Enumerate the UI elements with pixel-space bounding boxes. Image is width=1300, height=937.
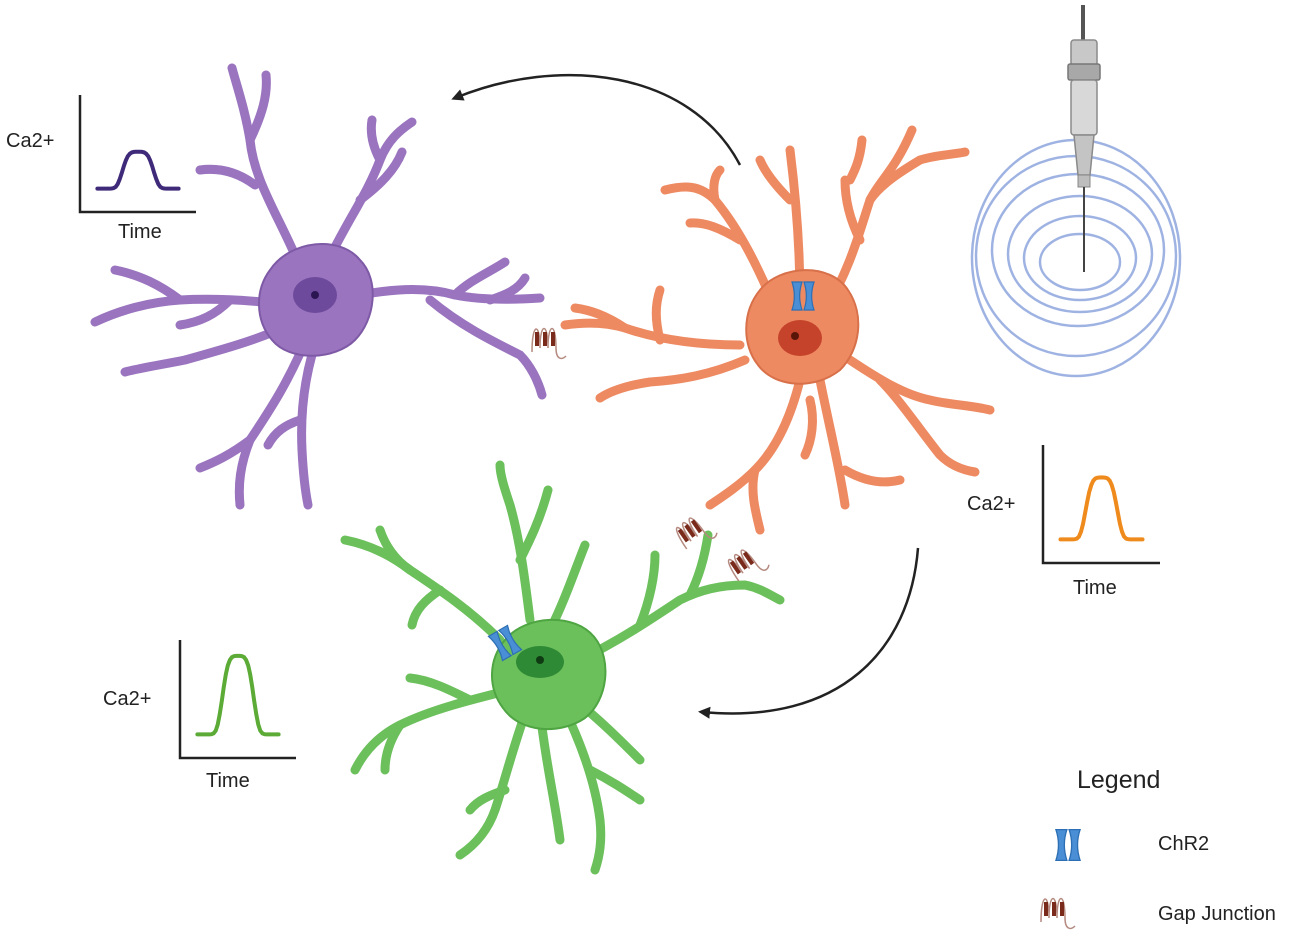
plot-orange	[1041, 445, 1160, 565]
arrow-orange-to-green	[698, 547, 920, 719]
gap-junction-orange-green-2	[727, 549, 770, 582]
plot-orange-xlabel: Time	[1073, 577, 1117, 599]
arrow-orange-to-purple	[451, 73, 742, 166]
plot-purple	[78, 95, 196, 214]
purple-astrocyte	[90, 63, 547, 510]
legend-item-gap-junction-label: Gap Junction	[1158, 903, 1276, 925]
electrode-icon	[1067, 5, 1101, 272]
chr2-channel-orange	[791, 281, 815, 311]
gap-junction-purple-orange	[531, 327, 567, 360]
green-astrocyte	[340, 460, 785, 875]
plot-green-curve	[195, 653, 281, 737]
plot-purple-xlabel: Time	[118, 221, 162, 243]
plot-green	[178, 640, 296, 760]
chr2-icon	[1054, 828, 1082, 862]
stimulation-rings	[970, 138, 1182, 378]
plot-purple-ylabel: Ca2+	[6, 130, 55, 152]
plot-orange-curve	[1058, 475, 1145, 542]
plot-purple-curve	[95, 149, 181, 191]
legend-title: Legend	[1077, 766, 1161, 794]
plot-green-xlabel: Time	[206, 770, 250, 792]
orange-astrocyte	[560, 125, 995, 535]
chr2-channel-green	[487, 624, 523, 662]
gap-junction-icon	[1040, 897, 1076, 930]
plot-green-axes	[178, 640, 296, 760]
plot-orange-axes	[1041, 445, 1160, 565]
plot-orange-ylabel: Ca2+	[967, 493, 1016, 515]
plot-purple-axes	[78, 95, 196, 214]
legend-item-chr2-label: ChR2	[1158, 833, 1210, 855]
plot-green-ylabel: Ca2+	[103, 688, 152, 710]
